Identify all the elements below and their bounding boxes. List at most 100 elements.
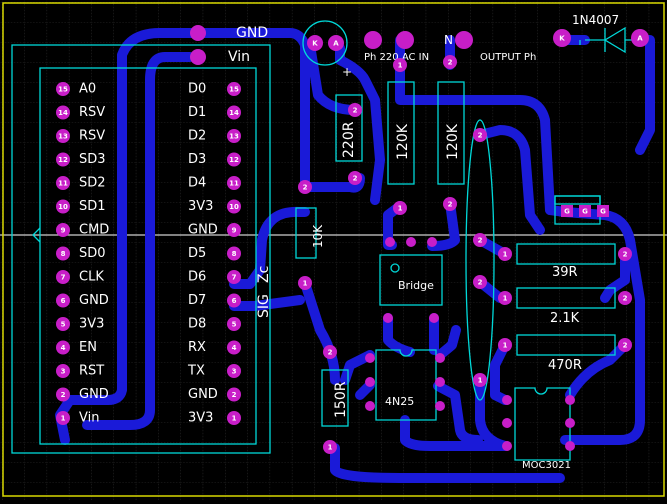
r39-pad1: 1 — [498, 247, 512, 261]
bridge-bottom-pad-b — [429, 313, 439, 323]
led-a-pad-ring — [328, 35, 344, 51]
module-right-pad: 5 — [227, 317, 241, 331]
module-right-pad: 15 — [227, 82, 241, 96]
bridge-top-pad-0 — [385, 237, 395, 247]
label-diode: 1N4007 — [572, 13, 619, 27]
moc-left-pad-2-ring — [502, 441, 512, 451]
gnd-pad-ring — [190, 25, 206, 41]
moc-left-pad-1 — [502, 418, 512, 428]
module-left-pin-label: 3V3 — [79, 317, 104, 332]
silkscreen — [11, 20, 640, 461]
module-left-pin-label: EN — [79, 340, 97, 355]
module-left-pad: 15 — [56, 82, 70, 96]
module-outer-outline — [11, 44, 271, 454]
module-left-pad-label: 7 — [61, 274, 66, 282]
triac-pad-0-label: G — [564, 208, 570, 216]
label-220r: 220R — [341, 121, 357, 158]
module-left-pad-label: 6 — [61, 297, 66, 305]
module-right-pin-label: D5 — [188, 246, 206, 261]
trace-module-gnd — [55, 395, 92, 445]
r470-pad2: 2 — [618, 338, 632, 352]
module-left-pad-label: 9 — [61, 227, 66, 235]
module-left-pin-label: A0 — [79, 82, 96, 97]
module-left-pad: 6 — [56, 293, 70, 308]
trace-opto-up — [435, 325, 461, 360]
module-right-pad: 2 — [227, 387, 241, 402]
module-left-pad: 8 — [56, 246, 70, 261]
cap-pad-mid2-label: 2 — [478, 279, 483, 287]
trace-right-loop — [545, 205, 645, 445]
label-output: OUTPUT Ph — [480, 52, 536, 63]
r220-pad1-label: 2 — [353, 107, 358, 115]
r120k-b-pad2: 2 — [443, 197, 457, 211]
bridge-top-pad-2-ring — [427, 237, 437, 247]
label-21k: 2.1K — [550, 311, 580, 326]
r220-pad1-ring — [348, 103, 362, 117]
module-left-pad-ring — [56, 152, 70, 167]
opto-body — [375, 349, 437, 421]
module-right-pin-label: GND — [188, 387, 218, 402]
cap-pad-mid-ring — [473, 233, 487, 247]
module-left-pad: 9 — [56, 223, 70, 237]
module-right-pin-label: D0 — [188, 82, 206, 97]
triac-pad-2: G — [597, 205, 609, 217]
module-right-pad-ring — [227, 293, 241, 308]
module-left-pad-ring — [56, 176, 70, 190]
module-right-pad-ring — [227, 82, 241, 96]
ac-ph2-pad — [396, 31, 414, 49]
module-right-pad: 3 — [227, 364, 241, 378]
trace-led-220 — [335, 43, 385, 205]
module-left-pad-ring — [56, 387, 70, 402]
led-outline — [302, 20, 348, 66]
triac-pad-1-square — [579, 205, 591, 217]
module-left-pin-label: RST — [79, 364, 104, 379]
module-left-pin-label: CLK — [79, 270, 104, 285]
label-sig: SIG — [256, 294, 272, 318]
opto-right-pad-0-ring — [435, 353, 445, 363]
module-right-pad-ring — [227, 387, 241, 402]
bridge-top-pad-2 — [427, 237, 437, 247]
r220-pad1: 2 — [348, 103, 362, 117]
module-left-pad-label: 10 — [58, 203, 68, 211]
trace-bridge-opto — [383, 313, 415, 357]
r120k-b-pad1: 2 — [443, 55, 457, 69]
r10k-pad2: 1 — [298, 276, 312, 290]
r120k-a-pad1-ring — [393, 58, 407, 72]
module-left-pad-ring — [56, 411, 70, 425]
module-left-pad: 14 — [56, 105, 70, 120]
moc-left-pad-0 — [502, 395, 512, 405]
module-right-pad-ring — [227, 176, 241, 190]
module-right-pin-label: GND — [188, 223, 218, 238]
r120k-b-pad2-ring — [443, 197, 457, 211]
label-gnd: GND — [236, 25, 268, 41]
r220-body — [335, 94, 363, 162]
ac-ph-pad-ring — [364, 31, 382, 49]
module-left-pad: 10 — [56, 199, 70, 214]
module-right-pad-label: 2 — [232, 391, 237, 399]
module-left-pad: 12 — [56, 152, 70, 167]
module-right-pad-label: 8 — [232, 250, 237, 258]
ac-n-pad-ring — [455, 31, 473, 49]
label-opto: 4N25 — [385, 395, 414, 408]
cap-pad-mid-label: 2 — [478, 237, 483, 245]
cap-pad-top: 2 — [473, 128, 487, 142]
r150-pad2-label: 1 — [328, 444, 333, 452]
triac-tab — [554, 195, 601, 205]
module-left-pin-label: CMD — [79, 223, 109, 238]
module-right-pad: 10 — [227, 199, 241, 214]
triac-pad-0-square — [561, 205, 573, 217]
label-470r: 470R — [548, 358, 582, 373]
module-right-pad-ring — [227, 152, 241, 167]
led-a-pad-label: A — [333, 40, 339, 48]
module-left-pad-label: 13 — [58, 133, 68, 141]
moc-right-pad-1-ring — [565, 418, 575, 428]
r150-pad2: 1 — [323, 440, 337, 454]
r120k-b-pad1-ring — [443, 55, 457, 69]
module-right-pad: 13 — [227, 129, 241, 143]
module-left-pad-ring — [56, 246, 70, 261]
r120k-a-pad2-ring — [393, 201, 407, 215]
